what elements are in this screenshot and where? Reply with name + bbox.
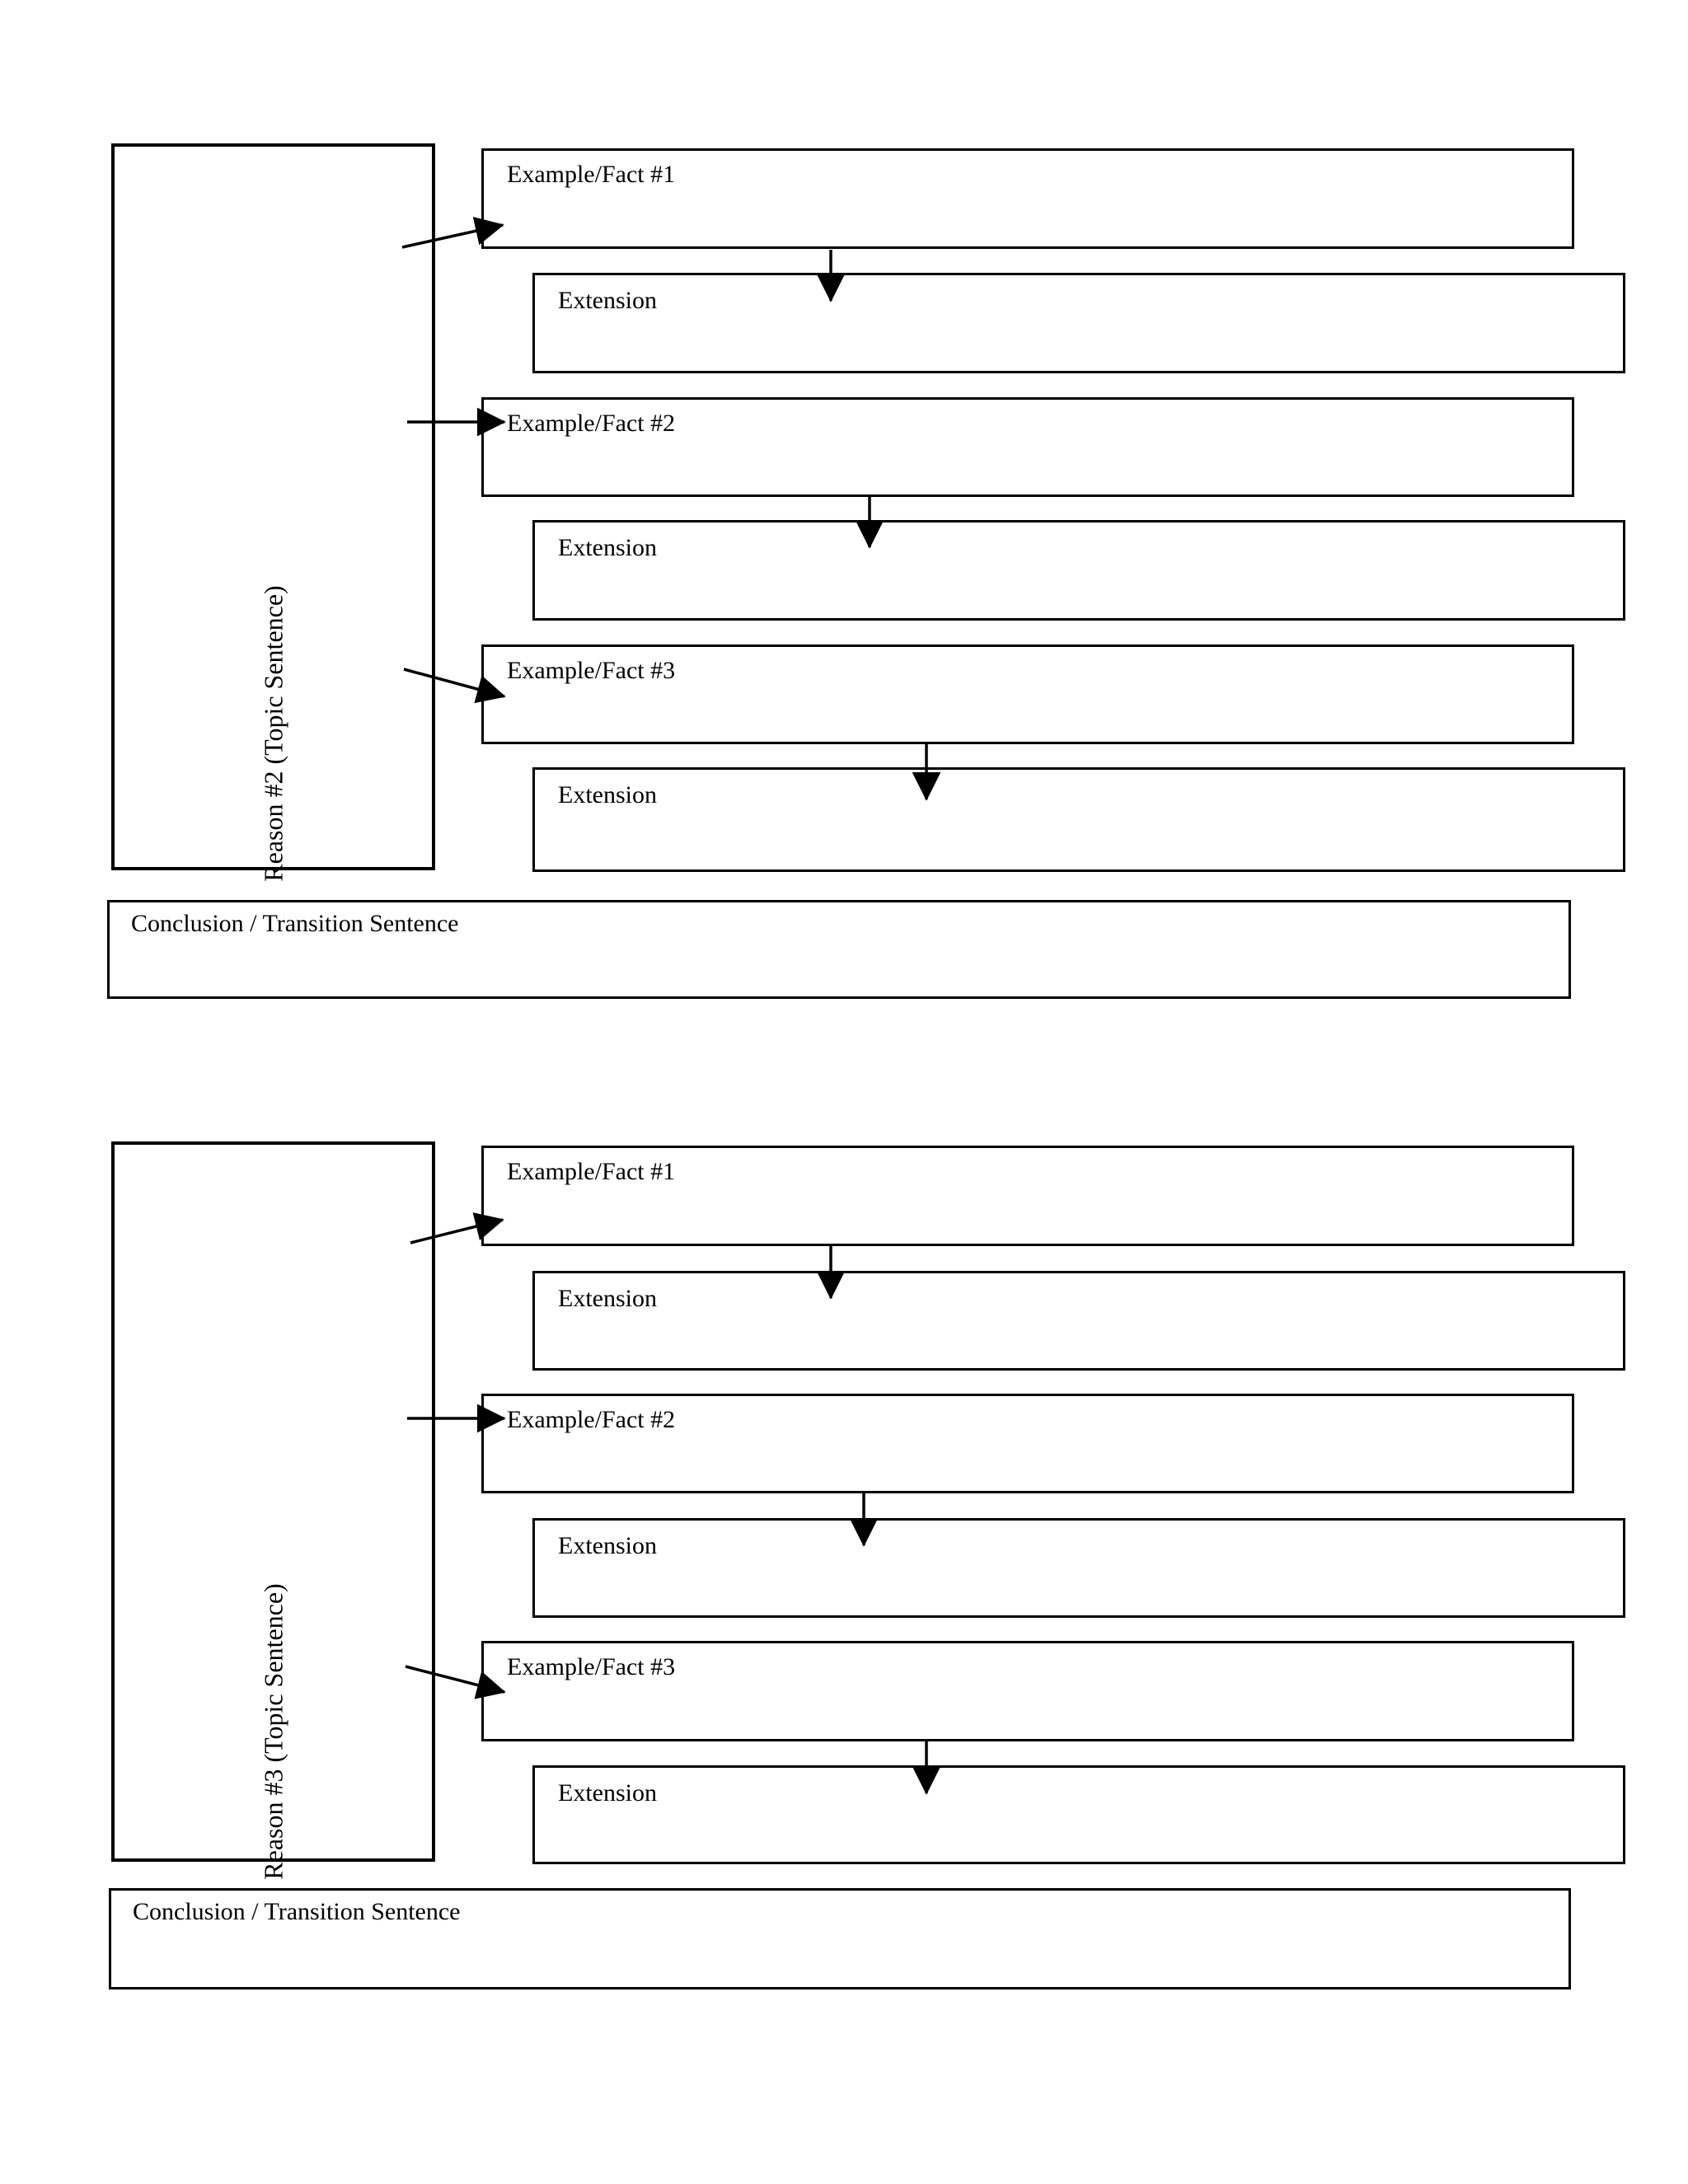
reason3-example3-box[interactable]: Example/Fact #3 [481,1641,1574,1741]
reason2-topic-sentence-box[interactable]: Reason #2 (Topic Sentence) [111,143,435,882]
reason3-example1-box[interactable]: Example/Fact #1 [481,1146,1574,1246]
reason2-extension1-label: Extension [558,287,657,314]
reason2-extension3-label: Extension [558,781,657,808]
reason2-extension3-box[interactable]: Extension [532,767,1625,872]
reason3-example1-label: Example/Fact #1 [507,1158,676,1185]
reason3-label: Reason #3 (Topic Sentence) [258,1583,288,1880]
reason2-example3-box[interactable]: Example/Fact #3 [481,644,1574,744]
reason3-extension2-box[interactable]: Extension [532,1518,1625,1618]
reason3-example3-label: Example/Fact #3 [507,1653,676,1680]
reason2-example2-label: Example/Fact #2 [507,410,676,437]
reason3-topic-sentence-box[interactable]: Reason #3 (Topic Sentence) [111,1141,435,1880]
reason2-conclusion-box[interactable]: Conclusion / Transition Sentence [107,900,1571,999]
reason2-extension2-label: Extension [558,534,657,561]
reason2-extension2-box[interactable]: Extension [532,520,1625,621]
reason2-example2-box[interactable]: Example/Fact #2 [481,397,1574,497]
reason3-conclusion-label: Conclusion / Transition Sentence [133,1898,461,1925]
reason3-example2-label: Example/Fact #2 [507,1406,676,1433]
reason3-conclusion-box[interactable]: Conclusion / Transition Sentence [109,1888,1571,1990]
reason3-extension1-box[interactable]: Extension [532,1271,1625,1371]
reason2-label: Reason #2 (Topic Sentence) [258,585,288,882]
reason2-example1-label: Example/Fact #1 [507,161,676,188]
reason3-extension3-box[interactable]: Extension [532,1765,1625,1864]
reason3-extension1-label: Extension [558,1285,657,1312]
reason3-extension3-label: Extension [558,1779,657,1807]
reason2-conclusion-label: Conclusion / Transition Sentence [131,910,459,937]
reason2-example3-label: Example/Fact #3 [507,657,676,684]
reason3-example2-box[interactable]: Example/Fact #2 [481,1394,1574,1493]
reason3-extension2-label: Extension [558,1532,657,1559]
reason2-extension1-box[interactable]: Extension [532,273,1625,373]
reason2-example1-box[interactable]: Example/Fact #1 [481,148,1574,249]
